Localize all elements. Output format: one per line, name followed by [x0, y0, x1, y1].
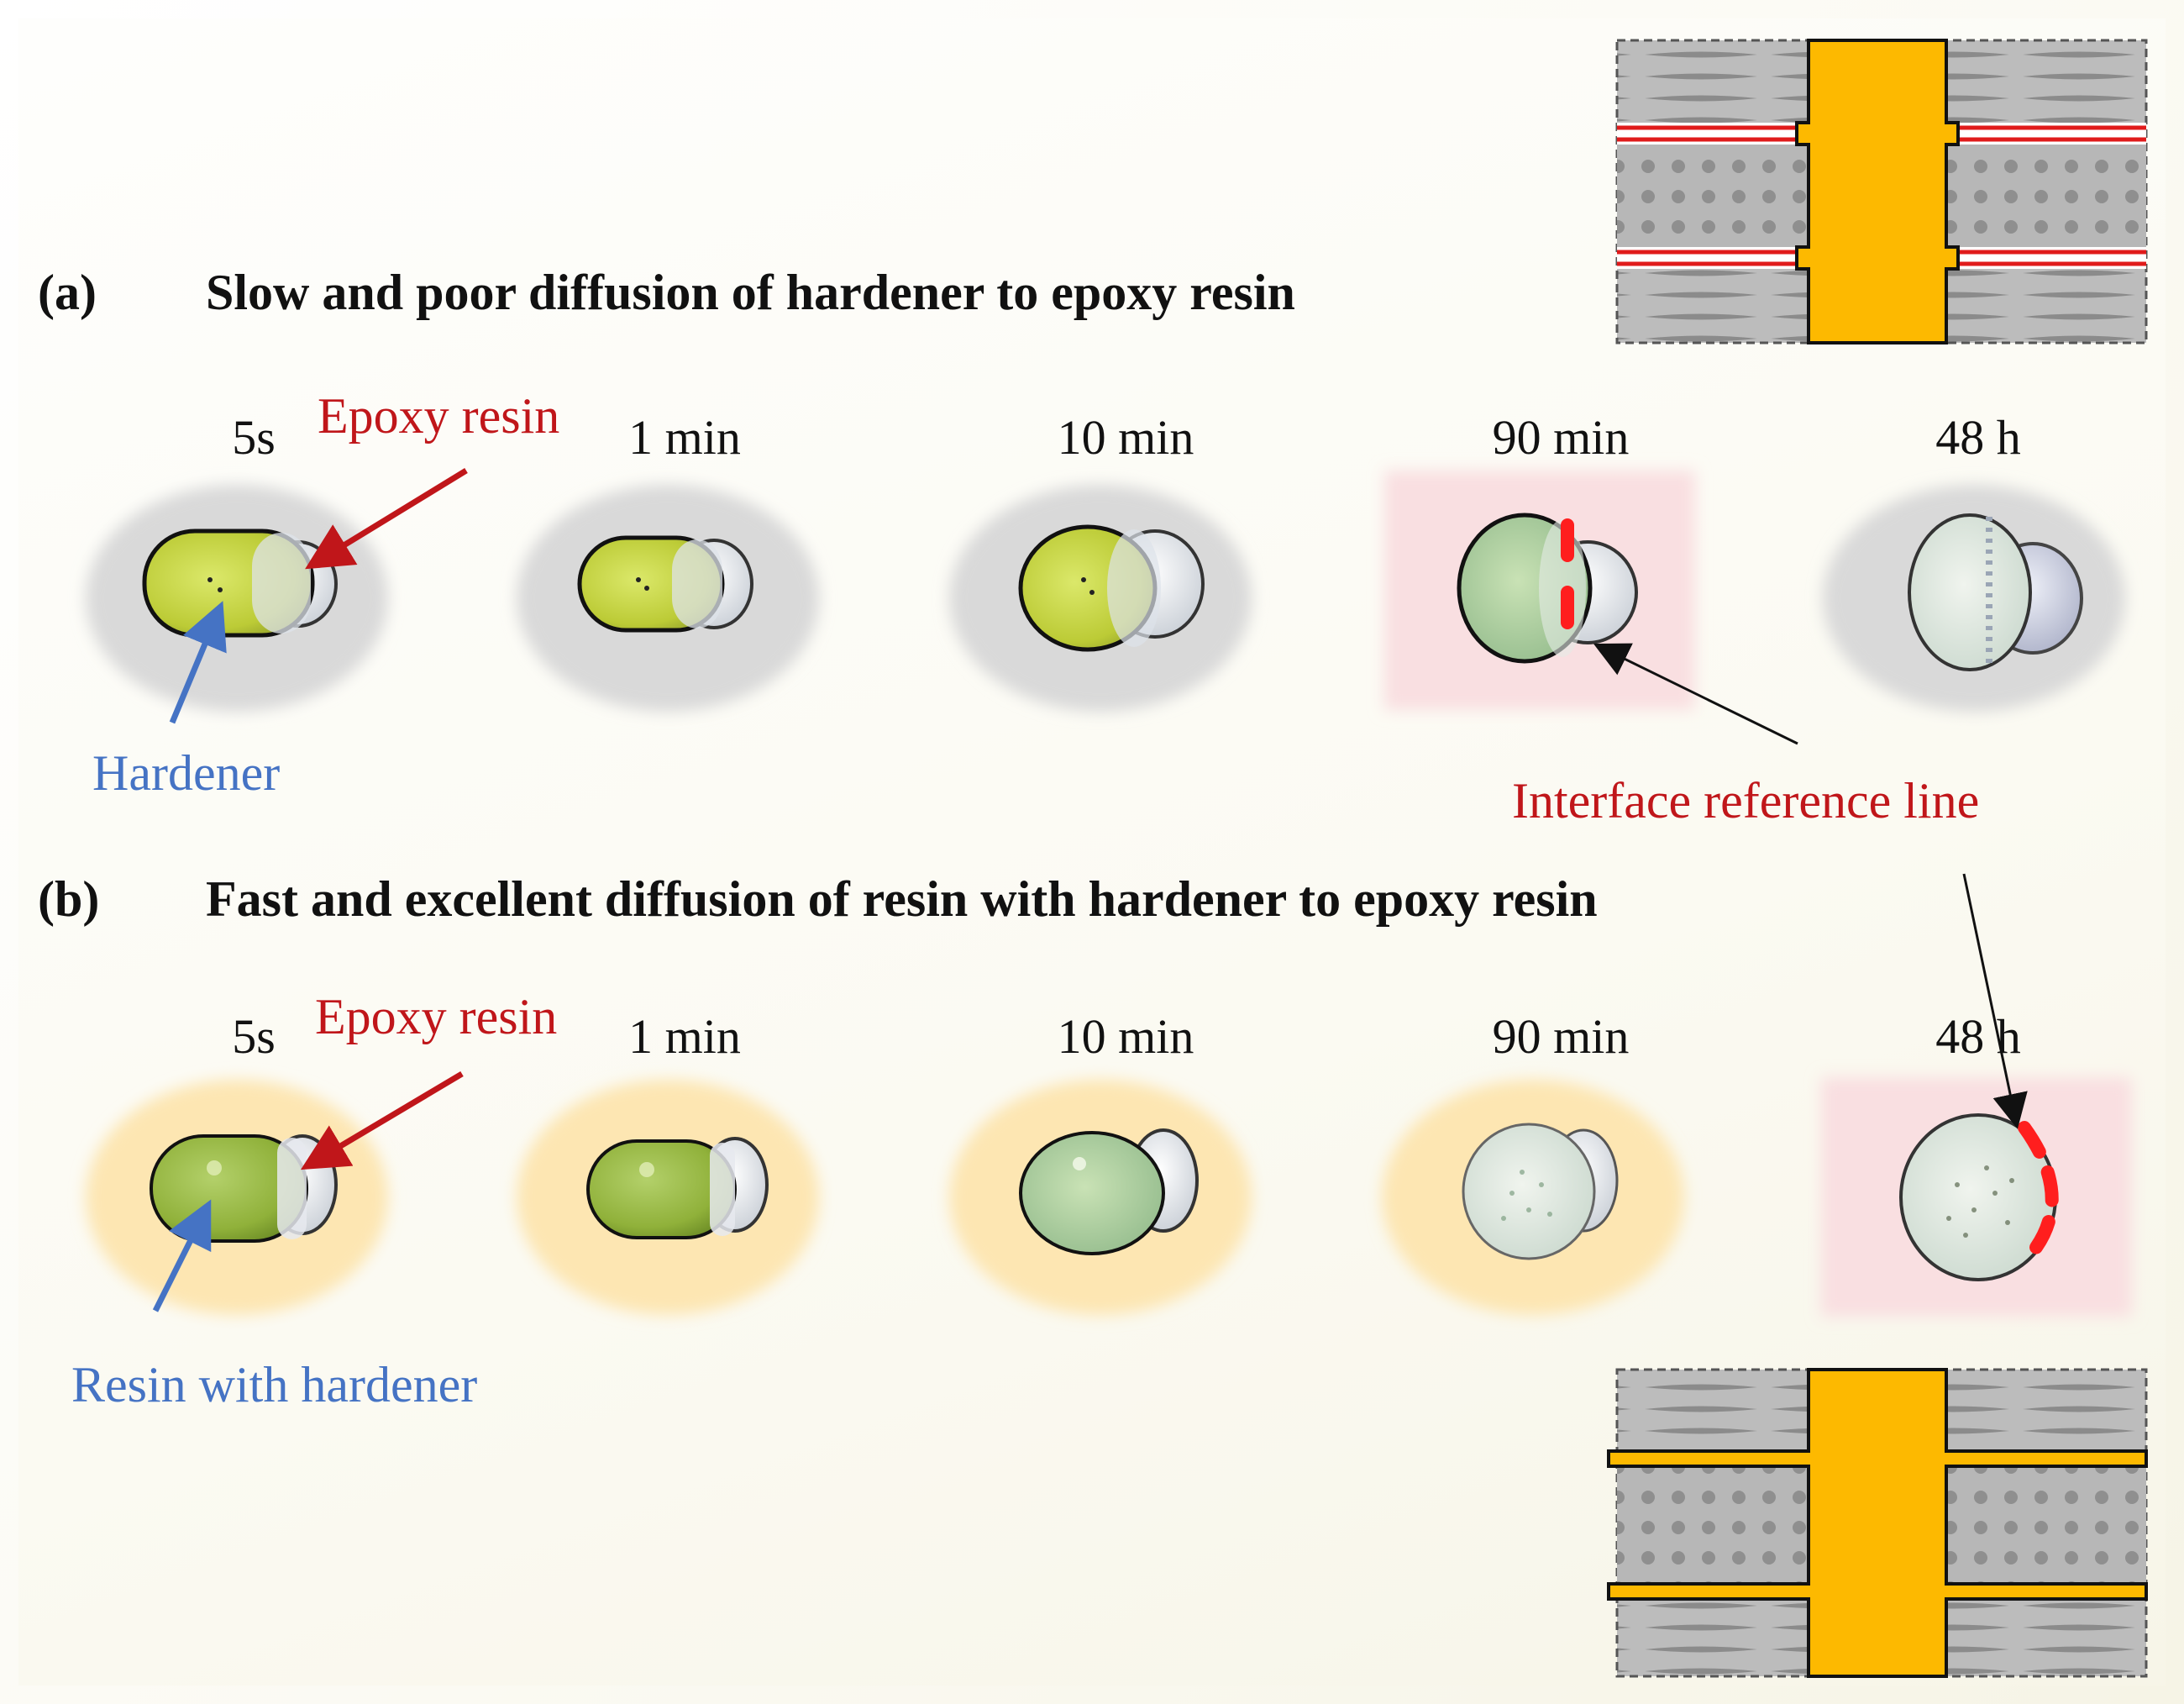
- row-a-samples: [86, 471, 2125, 712]
- panel-a-label: (a): [38, 265, 97, 320]
- hardener-label-a: Hardener: [92, 745, 281, 801]
- time-a-5s: 5s: [232, 410, 276, 465]
- arrow-interface-b: [1962, 873, 2028, 1129]
- arrow-resin-hardener-b: [152, 1199, 212, 1312]
- time-b-1min: 1 min: [628, 1009, 741, 1064]
- droplet-a1: [142, 529, 338, 638]
- panel-b-title: Fast and excellent diffusion of resin wi…: [206, 871, 1598, 927]
- droplet-b5: [1899, 1113, 2059, 1281]
- row-b-samples: [86, 1077, 2132, 1317]
- time-a-10min: 10 min: [1057, 410, 1194, 465]
- arrow-hardener-a: [169, 601, 227, 724]
- epoxy-resin-label-b: Epoxy resin: [315, 989, 558, 1044]
- time-a-48h: 48 h: [1935, 410, 2021, 465]
- time-a-1min: 1 min: [628, 410, 741, 465]
- interface-reference-label: Interface reference line: [1512, 773, 1980, 828]
- arrow-epoxy-a: [305, 468, 468, 570]
- time-a-90min: 90 min: [1492, 410, 1630, 465]
- arrow-epoxy-b: [300, 1070, 464, 1170]
- epoxy-resin-label-a: Epoxy resin: [318, 388, 560, 444]
- via-schematic-top: [1615, 39, 2148, 344]
- annotation-arrows: [152, 468, 2028, 1312]
- droplet-a2: [577, 535, 753, 633]
- resin-with-hardener-label-b: Resin with hardener: [71, 1357, 478, 1412]
- time-b-10min: 10 min: [1057, 1009, 1194, 1064]
- droplet-b3: [1019, 1128, 1199, 1255]
- droplet-b4: [1462, 1123, 1619, 1260]
- droplet-b1: [150, 1134, 338, 1243]
- droplet-a5: [1908, 513, 2083, 671]
- droplet-a4: [1457, 513, 1638, 664]
- droplet-b2: [586, 1137, 769, 1239]
- interface-dashes-b5: [2018, 1121, 2059, 1259]
- time-b-90min: 90 min: [1492, 1009, 1630, 1064]
- time-b-5s: 5s: [232, 1009, 276, 1064]
- panel-b-label: (b): [38, 871, 100, 927]
- via-schematic-bottom: [1607, 1368, 2148, 1678]
- droplet-a3: [1018, 524, 1205, 652]
- panel-a-title: Slow and poor diffusion of hardener to e…: [206, 265, 1295, 320]
- time-b-48h: 48 h: [1935, 1009, 2021, 1064]
- arrow-interface-a: [1593, 643, 1798, 745]
